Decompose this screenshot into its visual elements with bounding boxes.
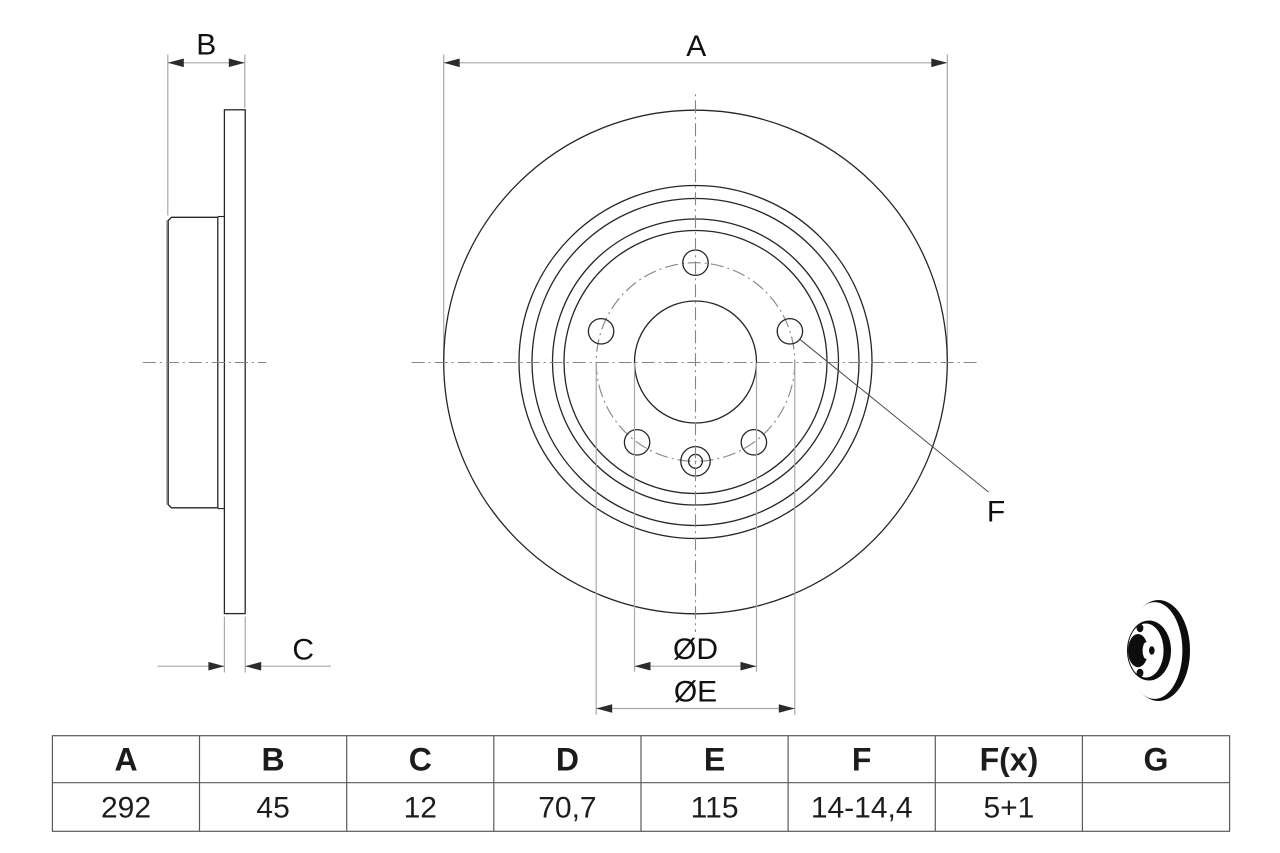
svg-text:B: B xyxy=(262,742,285,778)
svg-text:292: 292 xyxy=(101,792,151,825)
svg-text:B: B xyxy=(196,29,216,62)
svg-text:D: D xyxy=(556,742,579,778)
svg-text:F: F xyxy=(852,742,872,778)
svg-text:ØE: ØE xyxy=(674,676,717,709)
svg-text:115: 115 xyxy=(691,792,739,825)
svg-text:F(x): F(x) xyxy=(980,742,1039,778)
svg-text:12: 12 xyxy=(404,792,437,825)
svg-text:45: 45 xyxy=(256,792,289,825)
svg-text:5+1: 5+1 xyxy=(983,792,1034,825)
svg-text:A: A xyxy=(114,742,137,778)
svg-text:70,7: 70,7 xyxy=(538,792,596,825)
svg-text:F: F xyxy=(987,496,1005,529)
svg-text:C: C xyxy=(409,742,432,778)
svg-text:E: E xyxy=(704,742,725,778)
svg-text:A: A xyxy=(686,30,706,63)
svg-text:ØD: ØD xyxy=(673,633,718,666)
svg-text:G: G xyxy=(1144,742,1169,778)
svg-text:14-14,4: 14-14,4 xyxy=(811,792,913,825)
svg-text:C: C xyxy=(292,633,314,666)
